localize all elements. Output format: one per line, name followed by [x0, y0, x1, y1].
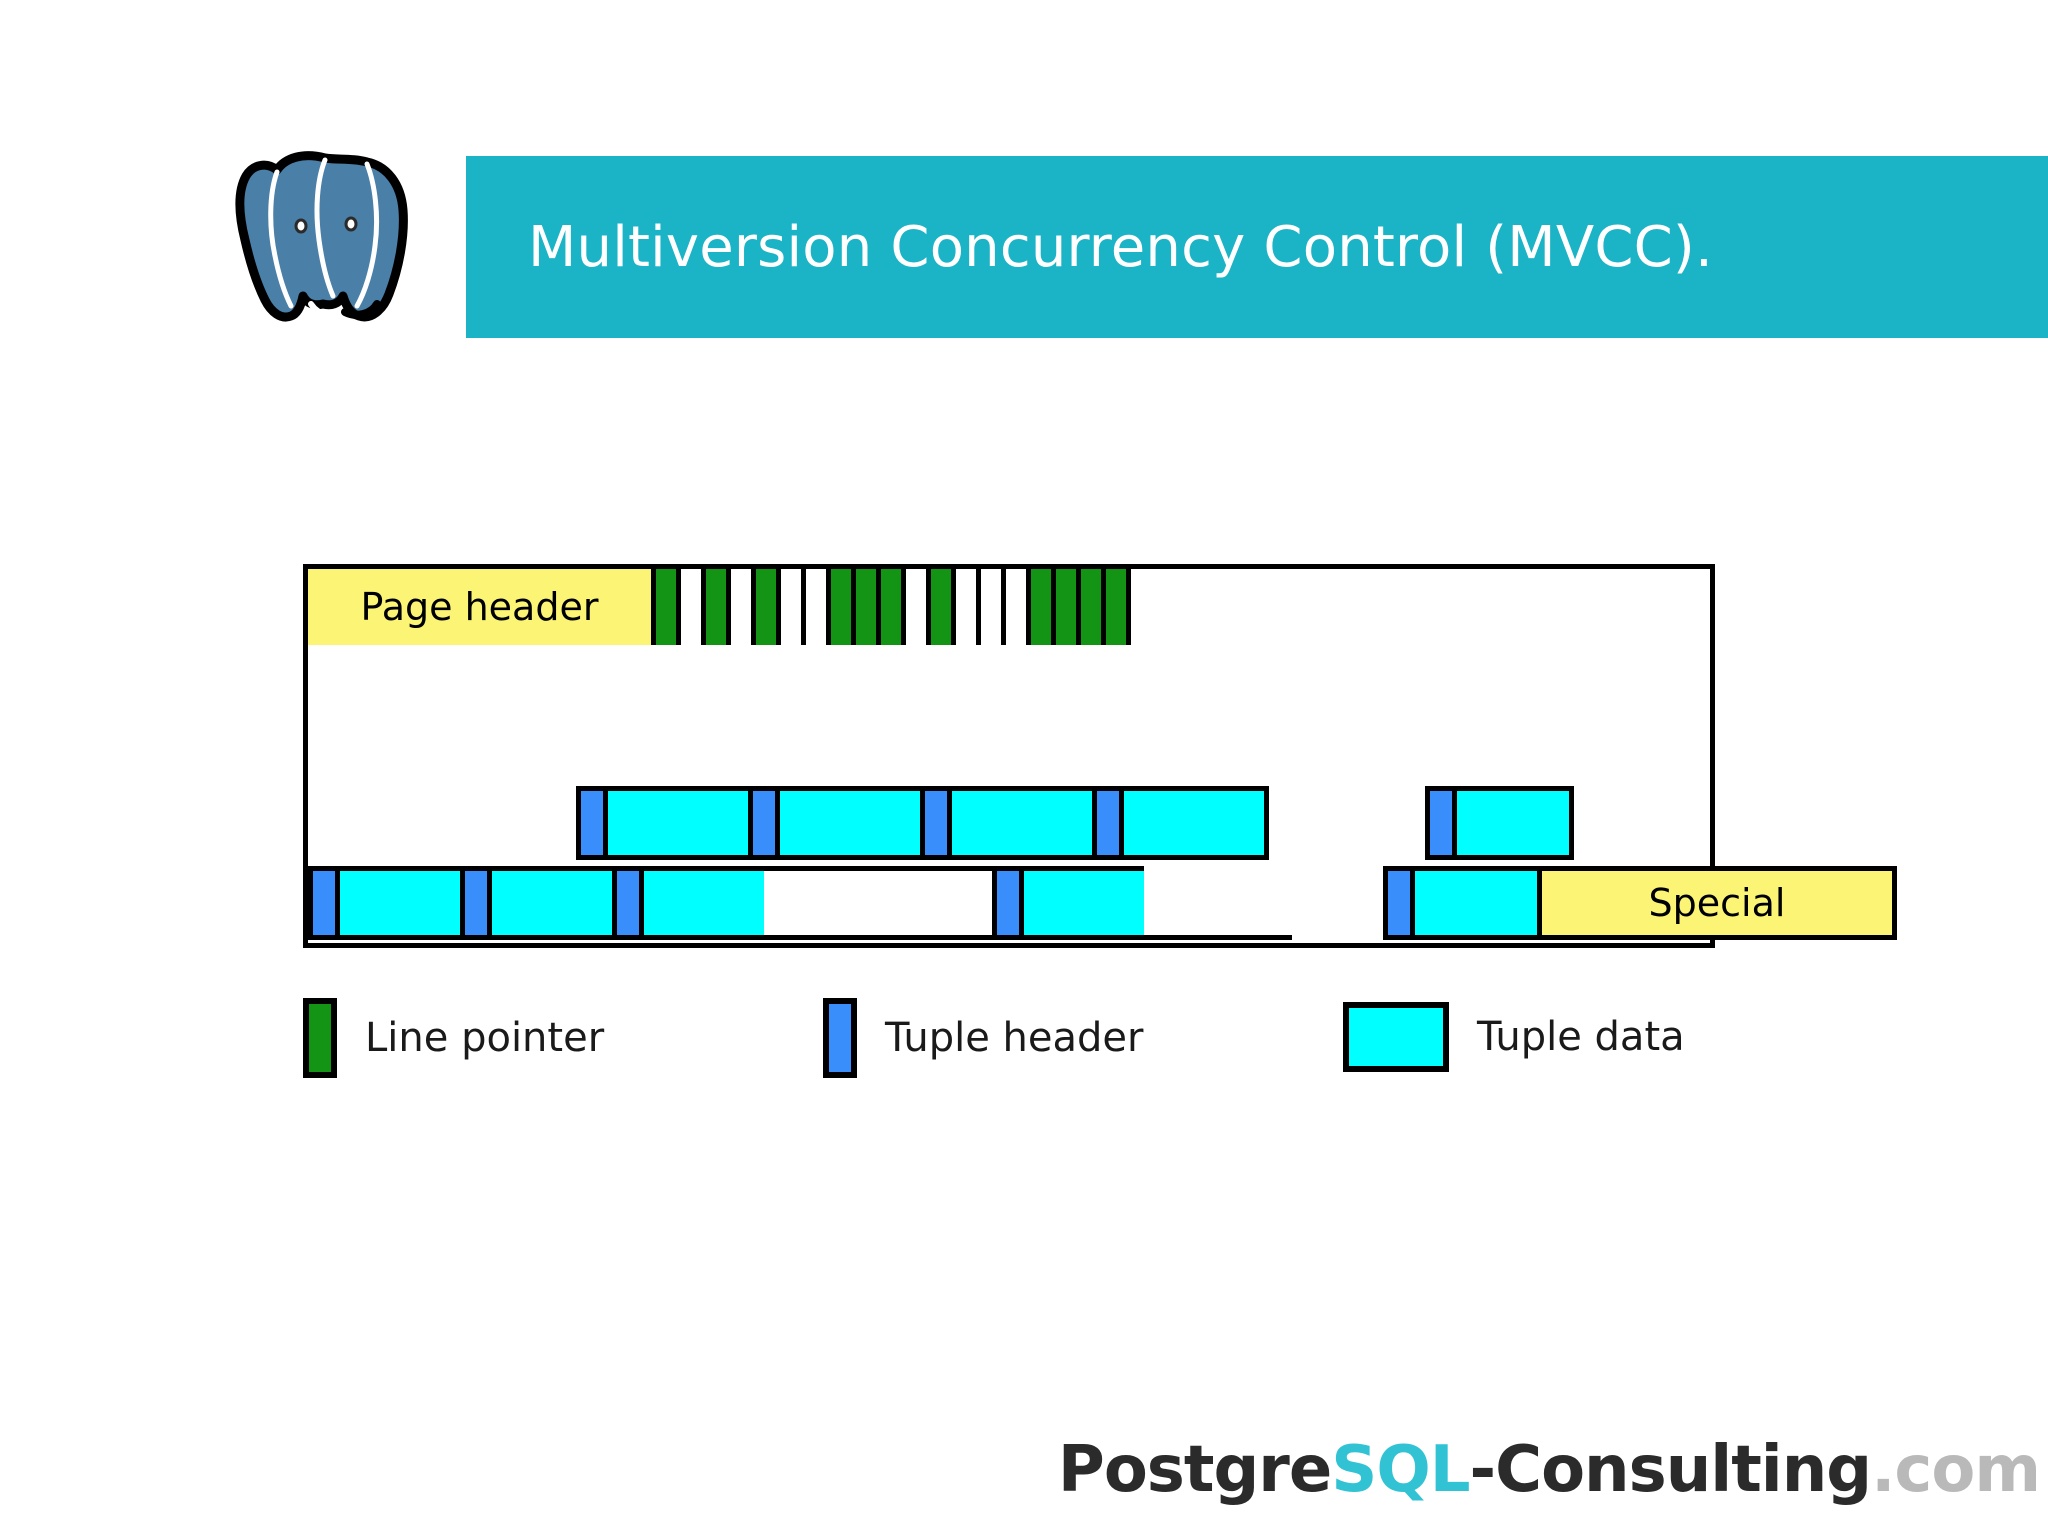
legend: Line pointer Tuple header Tuple data: [303, 998, 1723, 1090]
line-pointer-free: [681, 569, 706, 645]
tuple-data: [1024, 871, 1144, 935]
brand-part-postgre: Postgre: [1057, 1433, 1332, 1507]
tuple-header-swatch: [823, 998, 857, 1078]
line-pointer-strip: [656, 569, 1131, 645]
brand-part-sql: SQL: [1331, 1433, 1470, 1507]
line-pointer-free: [1006, 569, 1031, 645]
line-pointer-free: [956, 569, 981, 645]
postgresql-consulting-logo: PostgreSQL-Consulting.com: [1057, 1433, 2041, 1507]
page-title: Multiversion Concurrency Control (MVCC).: [528, 214, 1713, 280]
tuple-header: [465, 871, 492, 935]
tuple: [920, 786, 1097, 860]
page-header-block: Page header: [308, 569, 656, 645]
tuple-data: [952, 791, 1092, 855]
tuple-row-bottom-right: Special: [1383, 866, 1897, 940]
legend-label-line-pointer: Line pointer: [365, 1015, 605, 1061]
legend-label-tuple-header: Tuple header: [885, 1015, 1144, 1061]
tuple: [612, 866, 769, 940]
tuple: [1383, 866, 1542, 940]
line-pointer-used: [1106, 569, 1126, 645]
title-bar: Multiversion Concurrency Control (MVCC).: [466, 156, 2048, 338]
special-label: Special: [1648, 881, 1786, 925]
line-pointer-used: [881, 569, 906, 645]
line-pointer-used: [931, 569, 956, 645]
tuple: [576, 786, 753, 860]
line-pointer-free: [981, 569, 1006, 645]
line-pointer-free: [906, 569, 931, 645]
tuple-data: [780, 791, 920, 855]
line-pointer-used: [656, 569, 681, 645]
line-pointer-used: [756, 569, 781, 645]
legend-item-tuple-data: Tuple data: [1343, 1002, 1685, 1072]
free-space-gap: [764, 866, 997, 940]
tuple: [308, 866, 465, 940]
tuple: [1092, 786, 1269, 860]
legend-label-tuple-data: Tuple data: [1477, 1014, 1685, 1060]
line-pointer-used: [831, 569, 856, 645]
tuple-data: [644, 871, 764, 935]
line-pointer-free: [806, 569, 831, 645]
tuple-row-middle-right: [1425, 786, 1574, 860]
free-space-open: [1144, 866, 1292, 940]
tuple-data: [1124, 791, 1264, 855]
postgresql-elephant-icon: [228, 148, 418, 338]
tuple: [460, 866, 617, 940]
brand-part-consulting: -Consulting: [1469, 1433, 1873, 1507]
tuple-header: [753, 791, 780, 855]
line-pointer-free: [781, 569, 806, 645]
line-pointer-free: [731, 569, 756, 645]
tuple: [992, 866, 1149, 940]
tuple-header: [581, 791, 608, 855]
line-pointer-used: [1031, 569, 1056, 645]
line-pointer-used: [1081, 569, 1106, 645]
brand-part-com: .com: [1871, 1433, 2041, 1507]
page-header-label: Page header: [360, 585, 599, 629]
tuple-header: [925, 791, 952, 855]
tuple-header: [617, 871, 644, 935]
tuple-data-swatch: [1343, 1002, 1449, 1072]
tuple-header: [1097, 791, 1124, 855]
special-block: Special: [1537, 866, 1897, 940]
tuple-header: [313, 871, 340, 935]
page-layout-diagram: Page header Special: [303, 564, 1897, 948]
tuple-data: [1457, 791, 1569, 855]
tuple: [748, 786, 925, 860]
tuple-header: [997, 871, 1024, 935]
page-header-strip: Page header: [308, 569, 1131, 645]
line-pointer-swatch: [303, 998, 337, 1078]
tuple-header: [1430, 791, 1457, 855]
tuple-row-bottom: [308, 866, 1292, 940]
line-pointer-used: [856, 569, 881, 645]
slide-header: Multiversion Concurrency Control (MVCC).: [0, 0, 2048, 360]
tuple-data: [608, 791, 748, 855]
legend-item-tuple-header: Tuple header: [823, 998, 1143, 1078]
tuple-data: [1415, 871, 1537, 935]
legend-item-line-pointer: Line pointer: [303, 998, 604, 1078]
tuple-data: [340, 871, 460, 935]
line-pointer-used: [706, 569, 731, 645]
tuple-data: [492, 871, 612, 935]
tuple: [1425, 786, 1574, 860]
tuple-header: [1388, 871, 1415, 935]
line-pointer-used: [1056, 569, 1081, 645]
tuple-row-middle: [576, 786, 1269, 860]
